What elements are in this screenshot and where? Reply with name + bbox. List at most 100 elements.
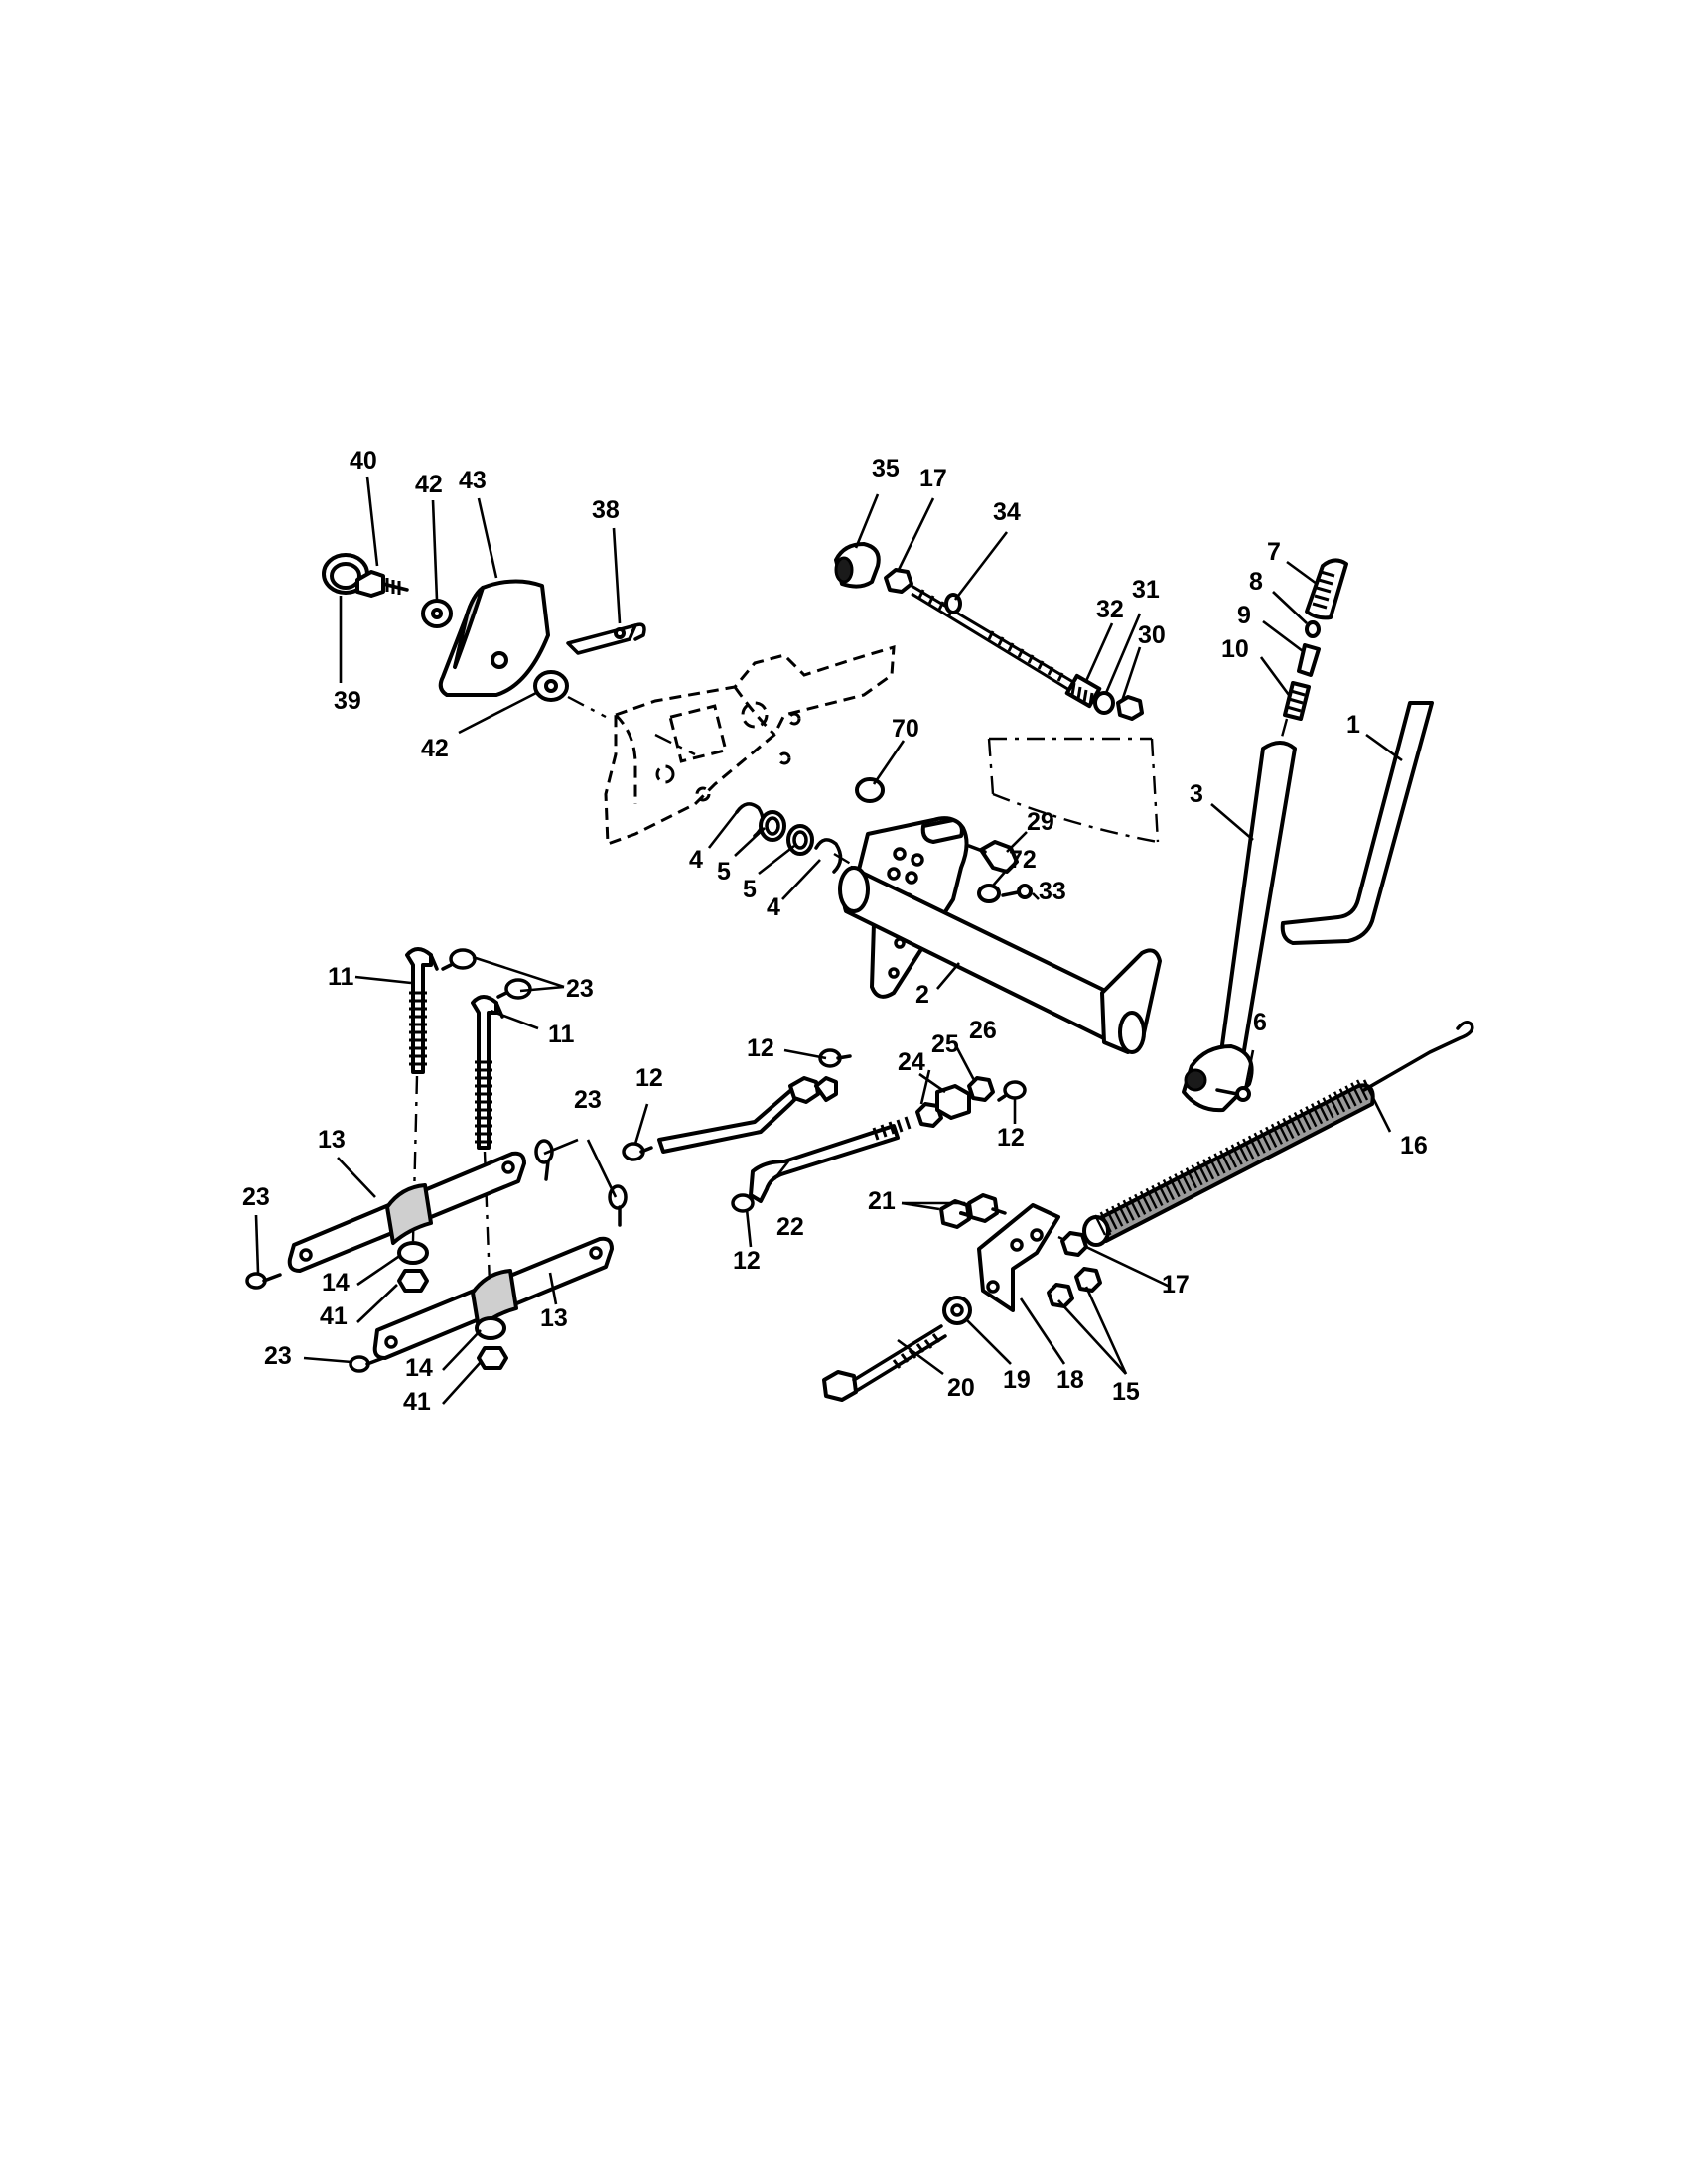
part-23-pin-bottom xyxy=(349,1355,385,1373)
label-24: 24 xyxy=(898,1048,925,1076)
spring-rib xyxy=(1322,1097,1334,1119)
spring-rib xyxy=(1333,1091,1346,1113)
spring-rib xyxy=(1219,1150,1232,1171)
label-33: 33 xyxy=(1039,878,1066,905)
spring-rib xyxy=(1282,1117,1295,1139)
part-13-arm-top xyxy=(287,1151,526,1273)
part-43-bracket xyxy=(438,579,550,697)
label-5: 5 xyxy=(717,858,731,886)
label-12: 12 xyxy=(635,1064,663,1092)
spring-rib xyxy=(1355,1079,1369,1101)
label-25: 25 xyxy=(931,1030,959,1058)
label-14: 14 xyxy=(322,1269,350,1297)
label-40: 40 xyxy=(350,447,377,475)
part-30-nut xyxy=(1116,695,1144,721)
label-14: 14 xyxy=(405,1354,433,1382)
label-43: 43 xyxy=(459,467,487,494)
part-15-nut-b xyxy=(1074,1267,1102,1293)
spring-rib xyxy=(1157,1181,1170,1204)
part-12-pin-a xyxy=(622,1142,653,1161)
part-38-clip xyxy=(566,622,646,655)
spring-rib xyxy=(1128,1196,1141,1218)
part-7-grip xyxy=(1305,558,1348,620)
label-6: 6 xyxy=(1253,1009,1267,1036)
label-70: 70 xyxy=(892,715,919,743)
label-11: 11 xyxy=(328,963,354,991)
spring-rib xyxy=(1122,1199,1135,1221)
part-70-washer xyxy=(855,777,885,803)
label-21: 21 xyxy=(868,1187,896,1215)
part-4-snap-ring-right xyxy=(814,838,843,874)
part-19-washer xyxy=(942,1296,972,1325)
spring-rib xyxy=(1201,1159,1215,1180)
spring-rib xyxy=(1276,1120,1289,1142)
spring-rib xyxy=(1185,1167,1197,1189)
label-4: 4 xyxy=(767,893,780,921)
spring-rib xyxy=(1105,1208,1118,1230)
label-20: 20 xyxy=(947,1374,975,1402)
label-23: 23 xyxy=(264,1342,292,1370)
part-11-bolt-right xyxy=(471,995,504,1150)
part-14-washer-a xyxy=(397,1241,429,1265)
label-18: 18 xyxy=(1056,1366,1084,1394)
spring-rib xyxy=(1328,1094,1340,1116)
part-31-washer xyxy=(1093,691,1115,715)
part-5-washer-left xyxy=(759,810,786,842)
label-12: 12 xyxy=(733,1247,761,1275)
part-14-washer-b xyxy=(475,1316,506,1340)
label-17: 17 xyxy=(1162,1271,1190,1298)
label-34: 34 xyxy=(993,498,1021,526)
label-11: 11 xyxy=(548,1021,575,1048)
label-29: 29 xyxy=(1027,808,1054,836)
label-31: 31 xyxy=(1132,576,1160,604)
part-23-pin-a xyxy=(441,948,477,971)
spring-rib xyxy=(1344,1085,1357,1107)
part-8-nut xyxy=(1305,620,1321,638)
spring-rib xyxy=(1134,1193,1147,1215)
label-12: 12 xyxy=(997,1124,1025,1152)
label-41: 41 xyxy=(403,1388,431,1416)
part-23-pin-b xyxy=(496,978,532,1000)
spring-rib xyxy=(1116,1202,1130,1224)
part-41-nut-b xyxy=(477,1346,508,1370)
spring-rib xyxy=(1224,1147,1238,1168)
label-3: 3 xyxy=(1190,780,1203,808)
part-1-lever xyxy=(1280,701,1434,945)
spring-rib xyxy=(1299,1109,1312,1131)
spring-rib xyxy=(1338,1088,1351,1110)
part-20-bolt xyxy=(822,1324,947,1402)
spring-rib xyxy=(1145,1187,1158,1209)
label-26: 26 xyxy=(969,1017,997,1044)
label-23: 23 xyxy=(242,1183,270,1211)
part-35-knob xyxy=(834,542,881,589)
label-22: 22 xyxy=(776,1213,804,1241)
part-25-block xyxy=(935,1084,971,1120)
part-17-nut-bottom xyxy=(1060,1231,1088,1257)
label-42: 42 xyxy=(415,471,443,498)
spring-ribs xyxy=(1093,1079,1369,1236)
label-4: 4 xyxy=(689,846,703,874)
spring-rib xyxy=(1191,1164,1203,1186)
label-23: 23 xyxy=(566,975,594,1003)
label-8: 8 xyxy=(1249,568,1263,596)
spring-rib xyxy=(1180,1170,1193,1192)
spring-rib xyxy=(1316,1100,1329,1122)
label-23: 23 xyxy=(574,1086,602,1114)
part-21-bolts xyxy=(939,1193,1007,1229)
label-12: 12 xyxy=(747,1034,774,1062)
part-12-pin-c xyxy=(731,1193,755,1213)
part-4-snap-ring-left xyxy=(735,802,765,838)
spring-rib xyxy=(1288,1114,1301,1137)
label-1: 1 xyxy=(1346,711,1360,739)
part-33-screw xyxy=(1001,884,1033,899)
spring-rib xyxy=(1174,1173,1187,1195)
label-2: 2 xyxy=(915,981,929,1009)
label-32: 32 xyxy=(1096,596,1124,623)
part-labels: 40 42 43 38 39 42 35 17 34 32 31 30 7 8 … xyxy=(242,447,1428,1416)
spring-rib xyxy=(1207,1156,1220,1177)
label-13: 13 xyxy=(540,1304,568,1332)
part-72-washer xyxy=(977,884,1001,903)
spring-rib xyxy=(1196,1161,1209,1183)
spring-rib xyxy=(1111,1205,1124,1227)
